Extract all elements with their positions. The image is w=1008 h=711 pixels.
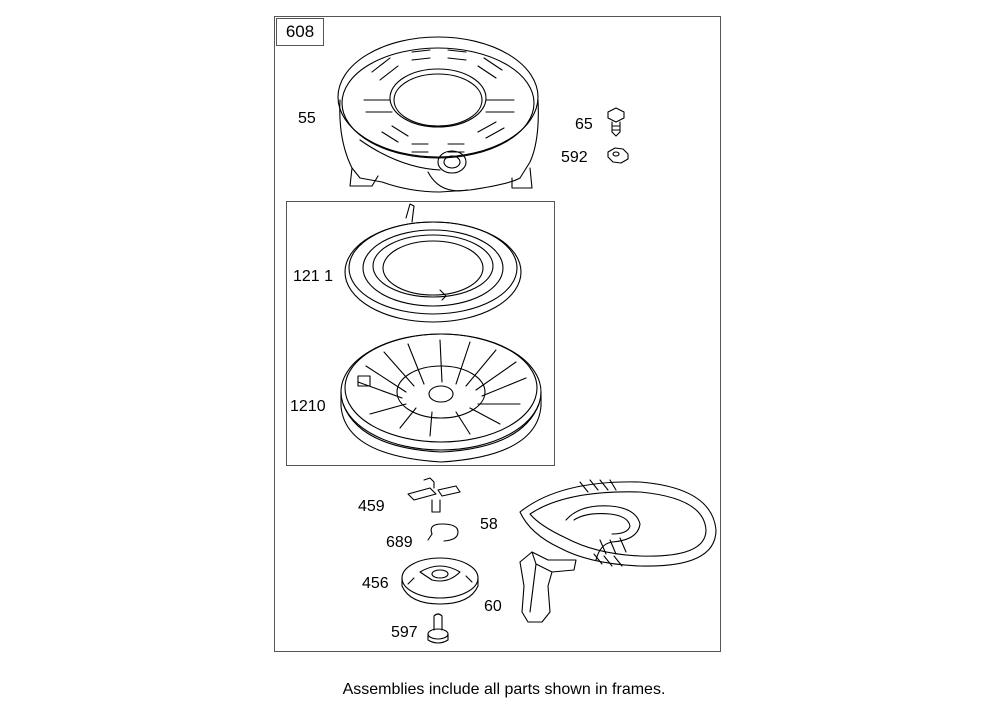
assembly-number-tag: 608 bbox=[276, 18, 324, 46]
pin-part bbox=[428, 614, 448, 643]
assembly-frame bbox=[274, 16, 721, 652]
sub-assembly-frame bbox=[286, 201, 555, 466]
label-1211: 121 1 bbox=[293, 268, 334, 285]
label-58: 58 bbox=[480, 516, 498, 533]
cam-retainer-part bbox=[402, 558, 478, 604]
pulley-part bbox=[341, 334, 541, 462]
rewind-spring-part bbox=[345, 204, 521, 322]
retainer-ring-part bbox=[428, 524, 458, 541]
label-597: 597 bbox=[391, 624, 418, 641]
starter-rope-part bbox=[520, 480, 716, 566]
label-65: 65 bbox=[575, 116, 593, 133]
starter-handle-part bbox=[520, 552, 576, 622]
label-55: 55 bbox=[298, 110, 316, 127]
label-60: 60 bbox=[484, 598, 502, 615]
label-592: 592 bbox=[561, 149, 588, 166]
starter-housing-part bbox=[338, 37, 538, 192]
pawl-part bbox=[408, 478, 460, 512]
label-456: 456 bbox=[362, 575, 389, 592]
label-1210: 1210 bbox=[290, 398, 326, 415]
label-459: 459 bbox=[358, 498, 385, 515]
screw-part bbox=[608, 108, 624, 136]
nut-part bbox=[608, 148, 628, 163]
caption: Assemblies include all parts shown in fr… bbox=[342, 681, 666, 698]
label-689: 689 bbox=[386, 534, 413, 551]
